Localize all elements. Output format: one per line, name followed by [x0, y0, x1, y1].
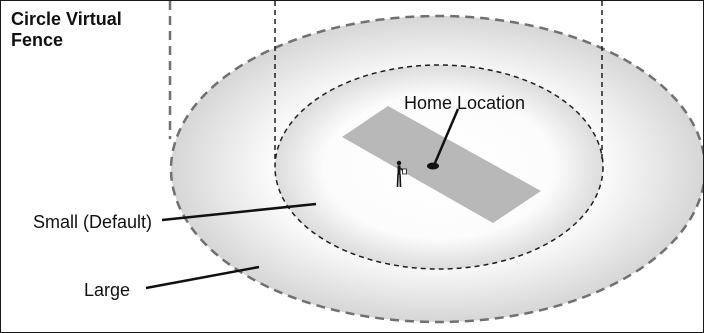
small-fence-label: Small (Default) [33, 212, 152, 232]
home-area-pad [342, 106, 541, 223]
diagram-title: Circle Virtual Fence [11, 9, 122, 51]
home-location-label: Home Location [404, 93, 525, 113]
small-fence-leader [161, 202, 317, 222]
home-location-marker [427, 162, 439, 170]
large-fence-label: Large [84, 280, 130, 300]
title-line-1: Circle Virtual [11, 9, 122, 29]
title-line-2: Fence [11, 30, 64, 50]
large-fence-leader [145, 265, 260, 290]
person-icon [396, 160, 407, 188]
home-location-leader [433, 108, 460, 164]
